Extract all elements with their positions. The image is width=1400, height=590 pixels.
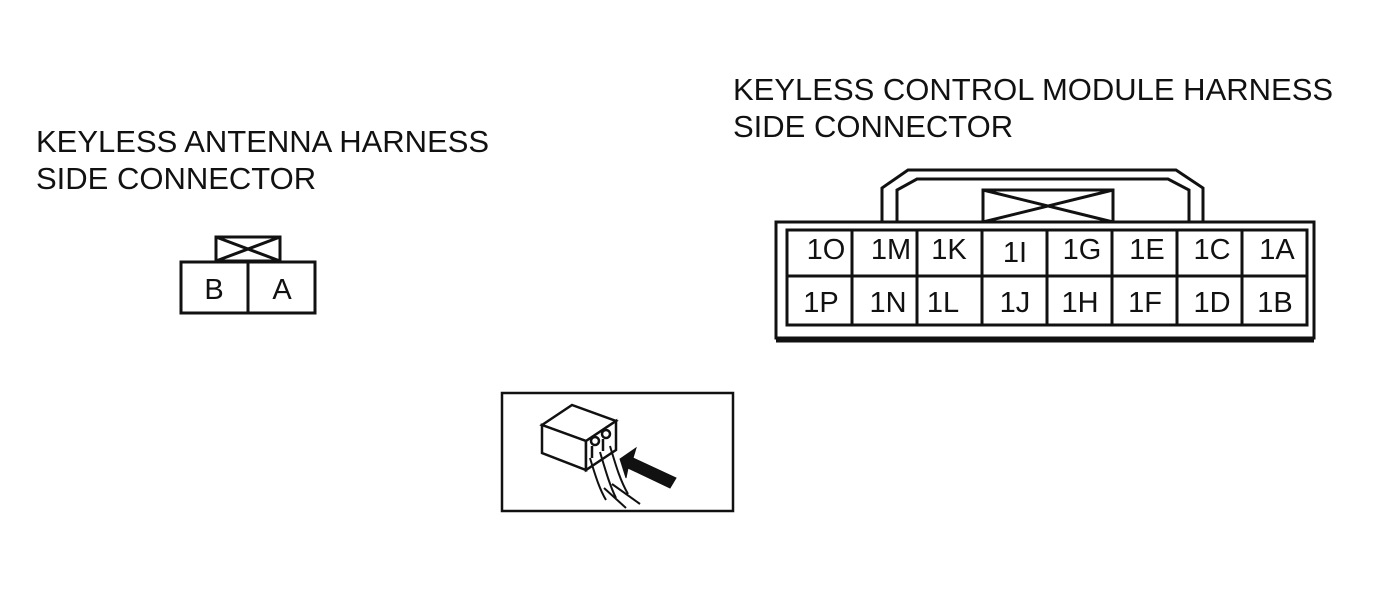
module-pin-1m: 1M (871, 234, 911, 266)
module-pin-1n: 1N (869, 287, 906, 319)
module-pin-1b: 1B (1257, 287, 1292, 319)
module-pin-1j: 1J (1000, 287, 1031, 319)
antenna-lock-tab-icon (214, 235, 282, 263)
module-pin-1o: 1O (807, 234, 846, 266)
antenna-title-line1: KEYLESS ANTENNA HARNESS (36, 124, 490, 159)
module-connector-body (774, 220, 1316, 340)
connector-probe-icon (500, 391, 735, 513)
module-pin-1p: 1P (803, 287, 838, 319)
module-connector-title: KEYLESS CONTROL MODULE HARNESS SIDE CONN… (733, 71, 1333, 145)
module-pin-1d: 1D (1193, 287, 1230, 319)
module-connector: 1O 1M 1K 1I 1G 1E 1C 1A 1P 1N 1L 1J 1H 1… (774, 168, 1316, 343)
antenna-connector-title: KEYLESS ANTENNA HARNESS SIDE CONNECTOR (36, 123, 489, 197)
module-pin-1h: 1H (1061, 287, 1098, 319)
module-pin-1f: 1F (1128, 287, 1162, 319)
module-pin-1e: 1E (1129, 234, 1164, 266)
module-lock-tab-icon (981, 188, 1115, 224)
module-pin-1c: 1C (1193, 234, 1230, 266)
module-title-line2: SIDE CONNECTOR (733, 109, 1014, 144)
module-pin-1i: 1I (1003, 237, 1027, 269)
module-pin-1k: 1K (931, 234, 967, 266)
module-pin-1l: 1L (927, 287, 959, 319)
antenna-pin-b: B (204, 274, 223, 306)
antenna-title-line2: SIDE CONNECTOR (36, 161, 317, 196)
antenna-pin-a: A (272, 274, 292, 306)
module-pin-1a: 1A (1259, 234, 1295, 266)
module-connector-hood (880, 168, 1205, 222)
module-title-line1: KEYLESS CONTROL MODULE HARNESS (733, 72, 1334, 107)
antenna-connector: B A (179, 235, 317, 315)
module-pin-1g: 1G (1063, 234, 1102, 266)
